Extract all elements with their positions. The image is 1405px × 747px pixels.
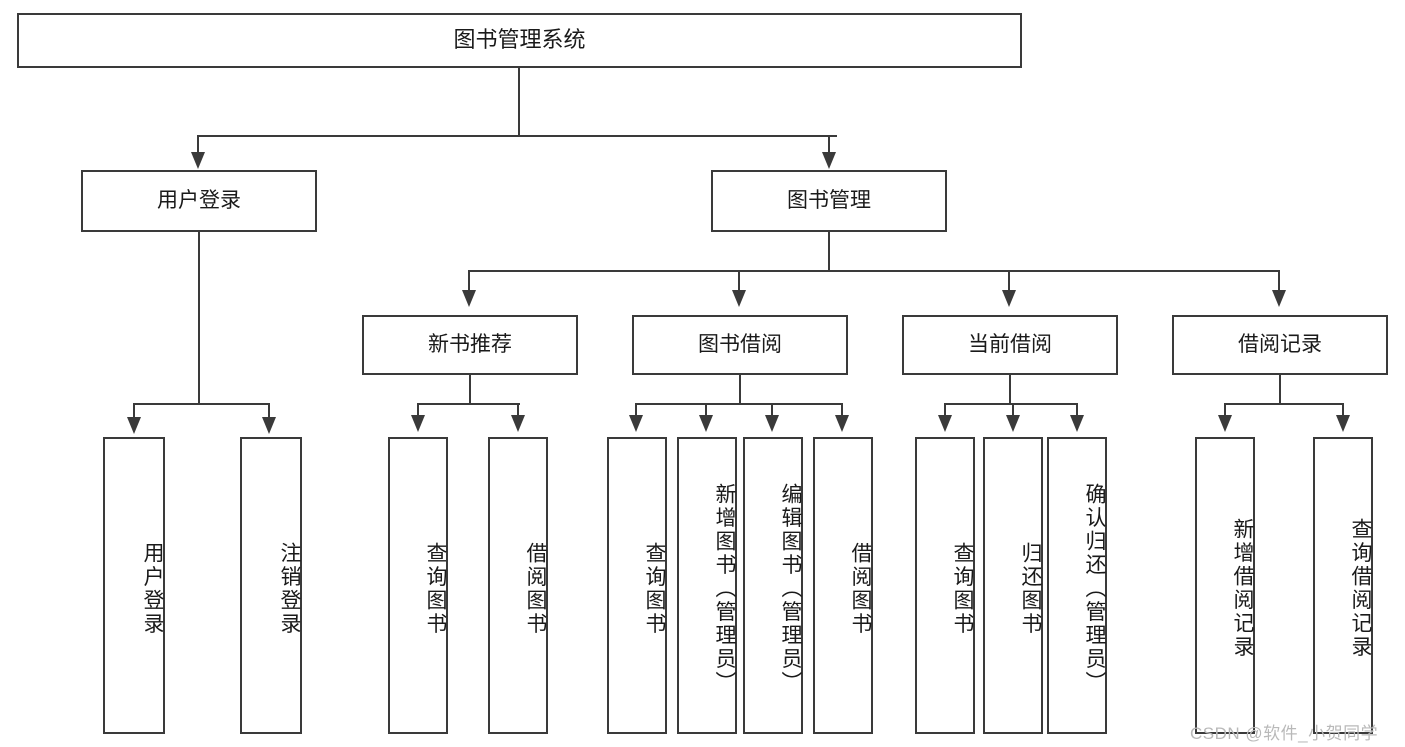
connector-bookborrow-drop-3 [771,403,774,417]
node-borrow-record[interactable]: 借阅记录 [1172,315,1388,375]
connector-bookmgmt-drop-2 [738,270,741,292]
node-label: 查询图书 [424,541,447,636]
node-book-borrow[interactable]: 图书借阅 [632,315,848,375]
node-label: 新增借阅记录 [1231,518,1254,659]
node-label: 注销登录 [278,541,301,636]
arrow-to-leaf-query-book-3 [938,415,952,432]
connector-bookborrow-drop-4 [841,403,844,417]
arrow-to-borrow-record [1272,290,1286,307]
arrow-to-book-management [822,152,836,169]
connector-currentborrow-drop-3 [1076,403,1079,417]
node-leaf-borrow-book-1[interactable]: 借阅图书 [488,437,548,734]
node-label: 查询图书 [951,541,974,636]
connector-root-stem [518,68,521,137]
arrow-to-new-book-recommend [462,290,476,307]
node-label: 用户登录 [141,541,164,636]
node-label: 图书管理系统 [453,27,586,53]
connector-newbook-drop-1 [417,403,420,417]
arrow-to-leaf-edit-book [765,415,779,432]
node-leaf-query-book-2[interactable]: 查询图书 [607,437,667,734]
connector-bookmgmt-drop-1 [468,270,471,292]
connector-bookmgmt-bus [468,270,1280,273]
arrow-to-leaf-borrow-book-1 [511,415,525,432]
node-user-login[interactable]: 用户登录 [81,170,317,232]
connector-bookborrow-bus [635,403,843,406]
node-leaf-add-book[interactable]: 新增图书（管理员） [677,437,737,734]
node-leaf-return-book[interactable]: 归还图书 [983,437,1043,734]
node-leaf-borrow-book-2[interactable]: 借阅图书 [813,437,873,734]
arrow-to-user-login [191,152,205,169]
connector-bookborrow-stem [739,375,742,405]
node-book-management[interactable]: 图书管理 [711,170,947,232]
connector-root-drop-right [828,135,831,155]
arrow-to-leaf-confirm-return [1070,415,1084,432]
connector-newbook-drop-2 [517,403,520,417]
connector-userlogin-drop-1 [133,403,136,419]
node-new-book-recommend[interactable]: 新书推荐 [362,315,578,375]
connector-borrowrecord-bus [1224,403,1344,406]
connector-newbook-bus [417,403,520,406]
node-leaf-query-book-1[interactable]: 查询图书 [388,437,448,734]
arrow-to-leaf-query-book-2 [629,415,643,432]
node-label: 查询借阅记录 [1349,518,1372,659]
arrow-to-leaf-borrow-book-2 [835,415,849,432]
arrow-to-leaf-query-record [1336,415,1350,432]
connector-bookborrow-drop-2 [705,403,708,417]
node-leaf-logout[interactable]: 注销登录 [240,437,302,734]
connector-root-bus [197,135,837,138]
connector-currentborrow-stem [1009,375,1012,405]
node-label: 新增图书（管理员） [713,482,736,695]
node-label: 借阅记录 [1238,333,1322,357]
arrow-to-leaf-add-record [1218,415,1232,432]
connector-currentborrow-drop-1 [944,403,947,417]
arrow-to-book-borrow [732,290,746,307]
arrow-to-leaf-query-book-1 [411,415,425,432]
node-label: 新书推荐 [428,333,512,357]
node-label: 编辑图书（管理员） [779,482,802,695]
node-leaf-query-record[interactable]: 查询借阅记录 [1313,437,1373,734]
node-leaf-query-book-3[interactable]: 查询图书 [915,437,975,734]
arrow-to-leaf-logout [262,417,276,434]
node-label: 当前借阅 [968,333,1052,357]
node-leaf-edit-book[interactable]: 编辑图书（管理员） [743,437,803,734]
connector-currentborrow-bus [944,403,1078,406]
node-label: 确认归还（管理员） [1083,482,1106,695]
node-label: 用户登录 [157,189,241,213]
node-leaf-user-login[interactable]: 用户登录 [103,437,165,734]
node-label: 归还图书 [1019,541,1042,636]
arrow-to-leaf-user-login [127,417,141,434]
connector-borrowrecord-drop-1 [1224,403,1227,417]
arrow-to-leaf-add-book [699,415,713,432]
node-leaf-confirm-return[interactable]: 确认归还（管理员） [1047,437,1107,734]
connector-userlogin-drop-2 [268,403,271,419]
connector-borrowrecord-drop-2 [1342,403,1345,417]
arrow-to-leaf-return-book [1006,415,1020,432]
connector-newbook-stem [469,375,472,405]
node-label: 借阅图书 [524,541,547,636]
connector-userlogin-bus [133,403,270,406]
node-label: 图书借阅 [698,333,782,357]
node-label: 图书管理 [787,189,871,213]
arrow-to-current-borrow [1002,290,1016,307]
connector-root-drop-left [197,135,200,155]
node-current-borrow[interactable]: 当前借阅 [902,315,1118,375]
node-leaf-add-record[interactable]: 新增借阅记录 [1195,437,1255,734]
node-label: 借阅图书 [849,541,872,636]
node-label: 查询图书 [643,541,666,636]
connector-currentborrow-drop-2 [1012,403,1015,417]
connector-bookborrow-drop-1 [635,403,638,417]
connector-bookmgmt-drop-3 [1008,270,1011,292]
node-root-system[interactable]: 图书管理系统 [17,13,1022,68]
connector-borrowrecord-stem [1279,375,1282,405]
connector-userlogin-stem [198,232,201,405]
connector-bookmgmt-stem [828,232,831,272]
connector-bookmgmt-drop-4 [1278,270,1281,292]
